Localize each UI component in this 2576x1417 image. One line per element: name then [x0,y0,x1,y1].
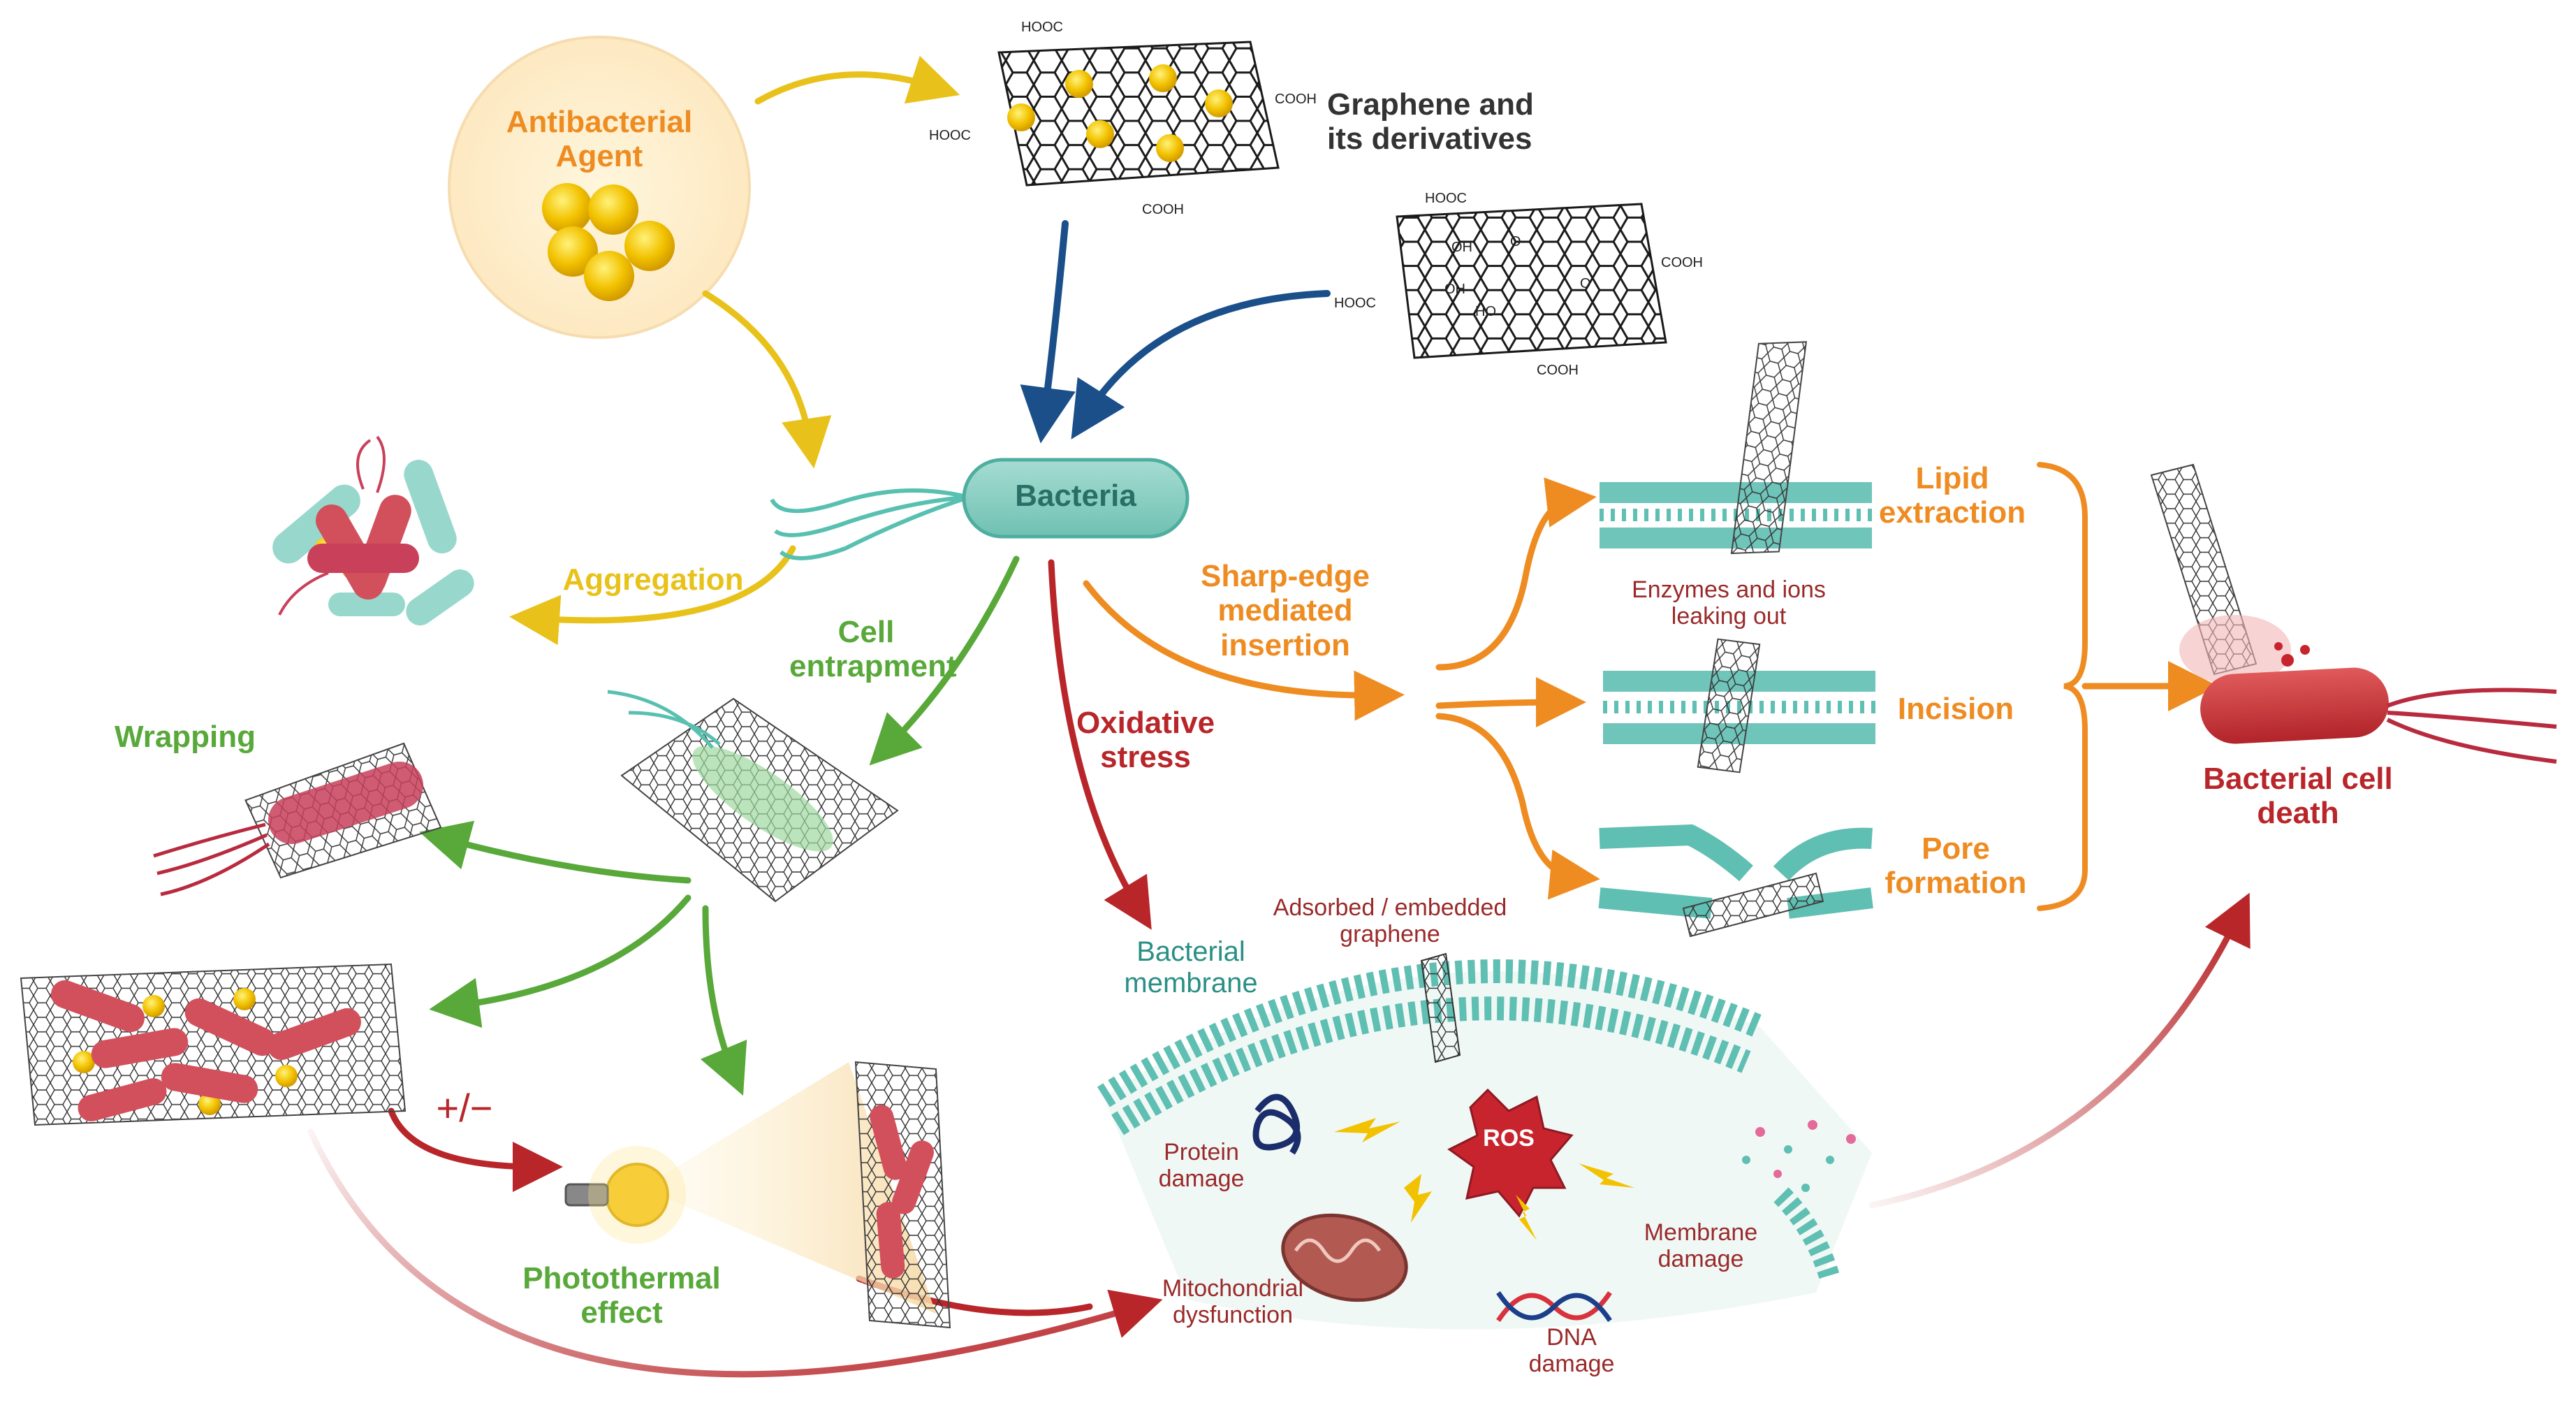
chem-label: HOOC [1334,296,1376,311]
chem-label: HOOC [929,128,971,143]
incision-bilayer [1603,638,1875,773]
label-aggregation: Aggregation [562,562,744,597]
graphene-nanoparticle-sheet [997,41,1280,187]
antibacterial-agent-node [448,36,751,339]
chem-label: COOH [1275,92,1317,107]
entrapment-graphene-sheet [607,690,899,903]
lipid-extraction-bilayer [1600,341,1872,555]
label-ros: ROS [1483,1125,1535,1151]
chem-label: COOH [1142,202,1184,217]
graphene-oxide-sheet [1396,203,1667,359]
chem-label: OH [1451,240,1472,255]
label-graphene-derivatives: Graphene and its derivatives [1327,87,1534,157]
label-protein-damage: Protein damage [1158,1139,1245,1193]
label-mitochondrial-dysfunction: Mitochondrial dysfunction [1162,1275,1304,1329]
label-oxidative-stress: Oxidative stress [1076,706,1215,775]
bacteria-cell-central [770,458,1190,560]
label-lipid-extraction: Lipid extraction [1878,461,2026,530]
label-cell-entrapment: Cell entrapment [789,615,957,684]
label-bacterial-membrane: Bacterial membrane [1124,936,1258,998]
chem-label: HO [1475,304,1496,319]
chem-label: COOH [1661,255,1703,270]
chem-label: COOH [1537,363,1579,378]
label-plus-minus: +/− [436,1086,493,1130]
label-sharp-edge-insertion: Sharp-edge mediated insertion [1200,559,1370,662]
label-incision: Incision [1897,692,2014,726]
label-bacteria: Bacteria [1015,479,1136,513]
graphene-mat-bacteria [20,963,407,1126]
label-dna-damage: DNA damage [1528,1324,1615,1378]
chem-label: OH [1444,282,1465,297]
protein-icon [1252,1093,1301,1155]
label-bacterial-cell-death: Bacterial cell death [2203,762,2393,831]
dna-icon [1496,1291,1612,1322]
label-enzymes-ions: Enzymes and ions leaking out [1632,576,1826,630]
label-photothermal-effect: Photothermal effect [522,1261,721,1330]
label-wrapping: Wrapping [114,720,256,754]
label-membrane-damage: Membrane damage [1644,1219,1758,1273]
mitochondria-icon [1281,1213,1408,1302]
pore-formation-bilayer [1598,824,1873,938]
wrapped-bacterium [153,742,442,896]
label-antibacterial-agent: Antibacterial Agent [506,105,693,174]
dead-bacterium [2150,463,2557,764]
chem-label: HOOC [1425,191,1467,206]
chem-label: O [1580,276,1591,291]
light-bulb-icon [564,1146,686,1244]
aggregation-cluster [272,435,474,626]
chem-label: O [1510,234,1521,249]
flow-arrows [307,55,2251,1378]
label-adsorbed-graphene: Adsorbed / embedded graphene [1273,894,1507,948]
leaking-particles [1742,1120,1856,1192]
label-pore-formation: Pore formation [1885,831,2027,901]
photothermal-scene [643,1061,951,1329]
lightning-icons [1334,1118,1634,1240]
ros-burst-icon [1447,1088,1574,1218]
chem-label: HOOC [1021,20,1063,35]
